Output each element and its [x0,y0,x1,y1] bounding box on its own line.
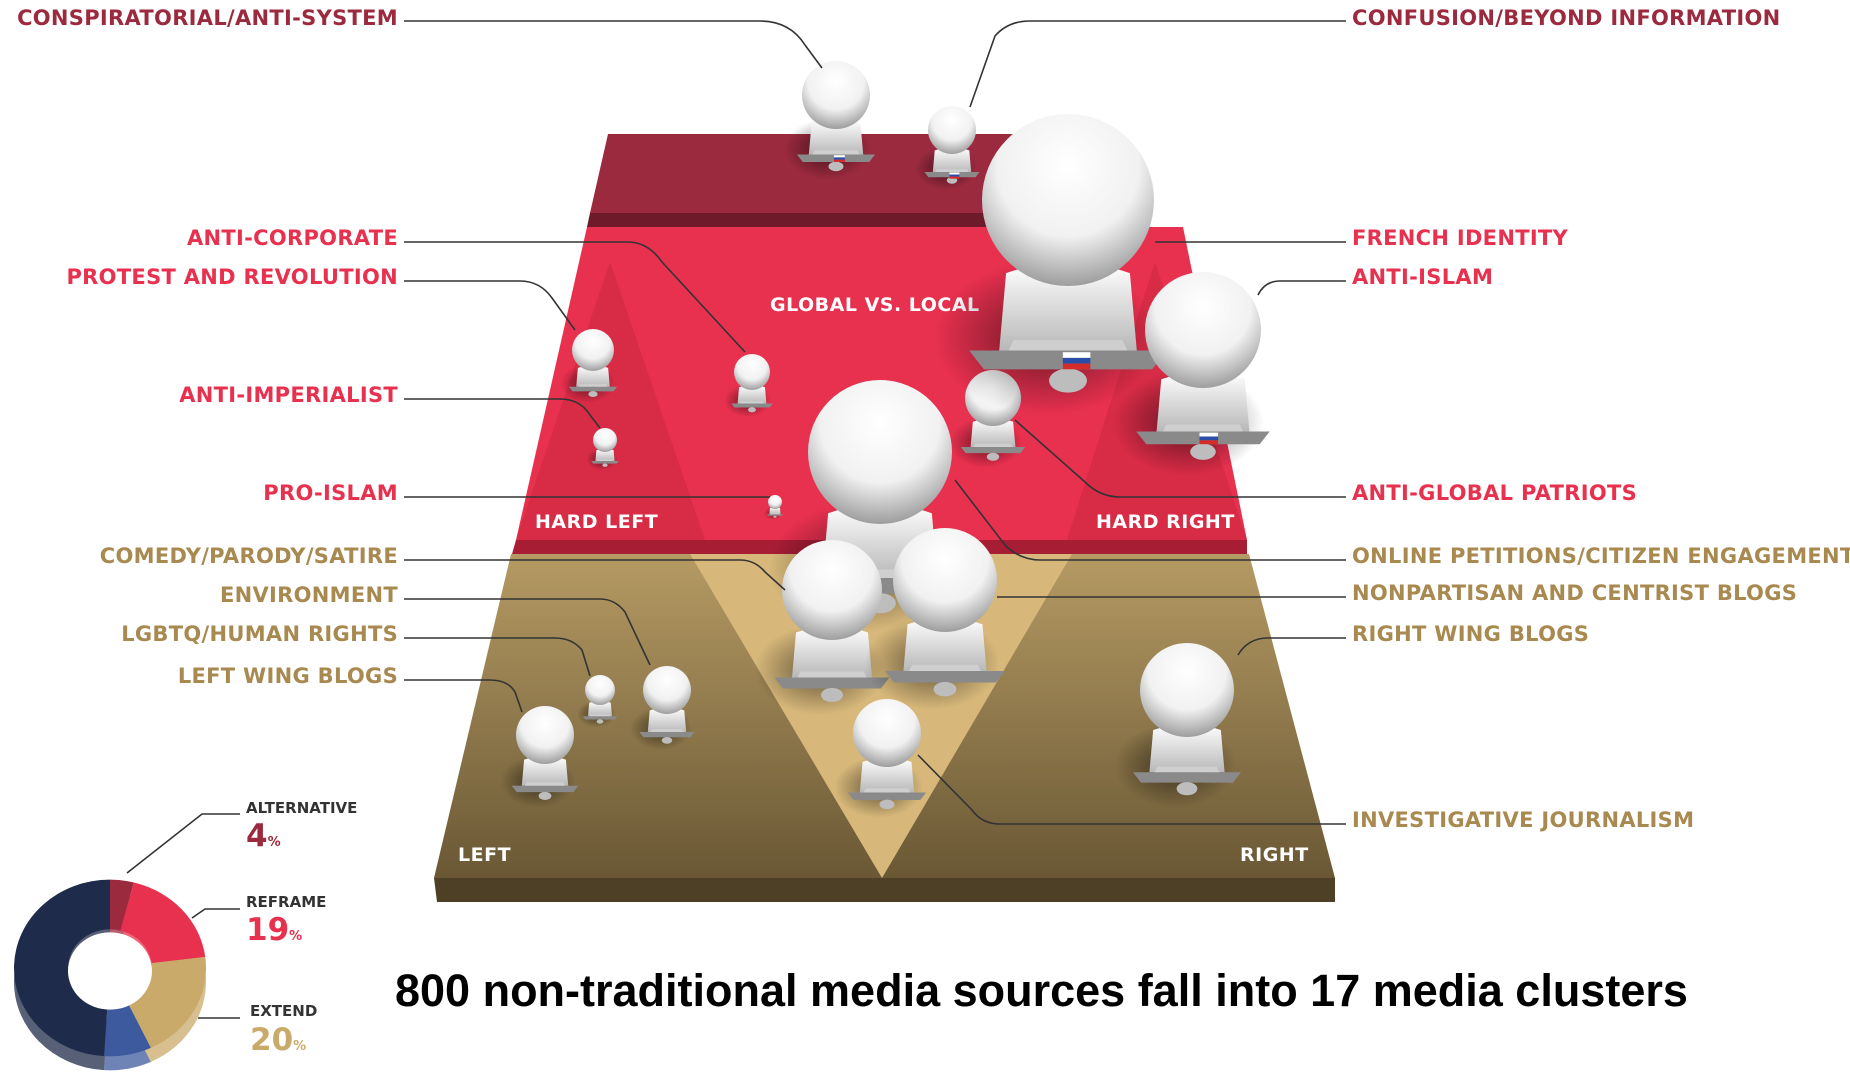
breakdown-value-reframe: 19% [246,912,302,948]
leader-line-1 [969,20,1346,108]
figure-lgbtq [576,675,618,728]
leader-line-11 [1257,280,1346,296]
leader-line-15 [1237,637,1346,656]
cluster-label-protest-revolution: PROTEST AND REVOLUTION [66,265,398,289]
figure-investigative [834,699,927,819]
leader-line-4 [404,398,601,429]
breakdown-value-alternative: 4% [246,818,281,854]
cluster-label-pro-islam: PRO-ISLAM [263,481,398,505]
cluster-label-comedy: COMEDY/PARODY/SATIRE [100,544,398,568]
breakdown-value-extend: 20% [250,1022,306,1058]
russia-flag-icon [949,172,960,179]
leader-line-13 [954,479,1346,561]
cluster-figures [500,61,1270,819]
russia-flag-icon [1199,432,1219,445]
leader-line-2 [404,241,746,353]
figure-environment [629,666,695,751]
cluster-label-nonpartisan: NONPARTISAN AND CENTRIST BLOGS [1352,581,1797,605]
leader-line-12 [1014,419,1346,498]
breakdown-label-alternative: ALTERNATIVE [246,799,357,817]
donut-slice-extend [127,956,206,1048]
zone-label-right: RIGHT [1240,844,1309,866]
cluster-label-right-wing-blogs: RIGHT WING BLOGS [1352,622,1589,646]
donut-slice-blue [104,1002,151,1057]
figure-conspiratorial [783,61,876,180]
leader-line-7 [404,598,651,666]
figure-protest [560,329,618,403]
cluster-label-french-identity: FRENCH IDENTITY [1352,226,1569,250]
figure-right-wing-blogs [1114,643,1242,808]
cluster-labels-right: CONFUSION/BEYOND INFORMATION FRENCH IDEN… [1352,6,1850,832]
caption: 800 non-traditional media sources fall i… [395,965,1688,1016]
leader-line-0 [404,20,823,69]
cluster-label-conspiratorial: CONSPIRATORIAL/ANTI-SYSTEM [17,6,398,30]
russia-flag-icon [1062,352,1091,370]
zone-label-left: LEFT [458,844,511,866]
leader-line-9 [404,679,523,713]
cluster-label-investigative: INVESTIGATIVE JOURNALISM [1352,808,1694,832]
cluster-label-confusion: CONFUSION/BEYOND INFORMATION [1352,6,1781,30]
cluster-label-anti-corporate: ANTI-CORPORATE [187,226,398,250]
figure-confusion [914,106,980,190]
cluster-label-anti-imperialist: ANTI-IMPERIALIST [179,383,398,407]
cluster-labels-left: CONSPIRATORIAL/ANTI-SYSTEM ANTI-CORPORAT… [17,6,398,688]
breakdown-legend: ALTERNATIVE 4% REFRAME 19% EXTEND 20% [246,799,357,1058]
zone-label-hard-right: HARD RIGHT [1096,511,1235,533]
donut-slice-reframe [120,882,206,964]
cluster-label-anti-global-patriots: ANTI-GLOBAL PATRIOTS [1352,481,1637,505]
cluster-label-online-petitions: ONLINE PETITIONS/CITIZEN ENGAGEMENT [1352,544,1850,568]
cluster-label-left-wing-blogs: LEFT WING BLOGS [178,664,398,688]
russia-flag-icon [833,155,845,162]
cluster-label-anti-islam: ANTI-ISLAM [1352,265,1493,289]
figure-anti-corporate [724,354,773,417]
leader-line-16 [917,754,1346,825]
leader-line-8 [404,637,591,677]
figure-nonpartisan [864,528,1005,710]
leader-line-3 [404,280,576,331]
cluster-label-lgbtq: LGBTQ/HUMAN RIGHTS [121,622,398,646]
figure-pro-islam [764,495,784,520]
zone-label-global-vs-local: GLOBAL VS. LOCAL [770,294,980,316]
donut-slice-alternative [110,879,134,931]
figure-left-wing-blogs [500,706,579,808]
donut-slice-navy [14,879,111,1057]
category-donut-chart [13,879,206,1071]
cluster-label-environment: ENVIRONMENT [220,583,398,607]
leader-line-6 [404,559,786,591]
breakdown-label-reframe: REFRAME [246,893,326,911]
donut-leaders [126,813,240,1019]
breakdown-label-extend: EXTEND [250,1002,317,1020]
zone-label-hard-left: HARD LEFT [535,511,658,533]
figure-anti-islam [1113,272,1270,475]
figure-anti-imperialist [586,428,619,471]
leader-lines [404,20,1346,825]
figure-french-identity [934,114,1167,415]
donut-hole [68,932,152,1010]
figure-comedy [754,540,890,715]
